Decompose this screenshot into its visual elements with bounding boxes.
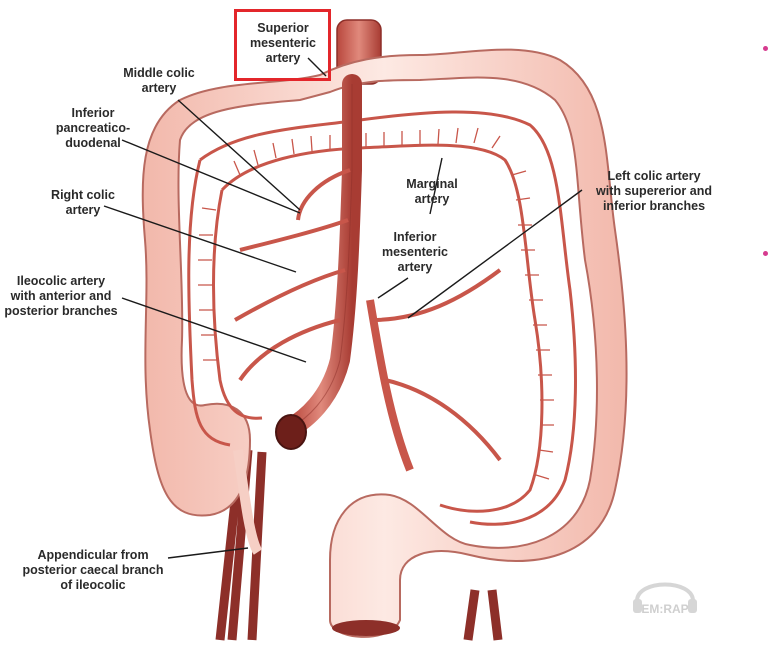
marginal-artery: [212, 143, 544, 513]
leader-lines: [103, 57, 583, 559]
label-inferior-pancreaticoduodenal: Inferior pancreatico- duodenal: [55, 106, 131, 150]
caecal-artery-stump: [275, 414, 307, 450]
label-ileocolic-artery: Ileocolic artery with anterior and poste…: [4, 274, 118, 318]
colon: [141, 48, 628, 638]
bullet-dot-1: [763, 46, 768, 51]
appendix: [233, 449, 263, 555]
vasa-recta: [198, 127, 554, 480]
sma-trunk: [280, 74, 362, 438]
emrap-watermark: EM:RAP: [633, 582, 697, 616]
sma-trunk-outline: [289, 84, 353, 429]
headphones-icon: [635, 582, 695, 602]
label-superior-mesenteric-artery: Superior mesenteric artery: [249, 21, 316, 65]
highlight-box: [234, 9, 331, 81]
sma-branches: [234, 168, 502, 462]
label-middle-colic-artery: Middle colic artery: [123, 66, 195, 95]
headphone-left-icon: [633, 599, 642, 613]
colon-inner-wall-left: [187, 159, 231, 447]
bullet-dot-2: [763, 251, 768, 256]
rectum-opening: [332, 620, 400, 636]
label-marginal-artery: Marginal artery: [406, 177, 458, 206]
headphone-right-icon: [688, 599, 697, 613]
colon-inner-wall: [199, 110, 577, 526]
label-appendicular: Appendicular from posterior caecal branc…: [22, 548, 164, 592]
label-right-colic-artery: Right colic artery: [51, 188, 115, 217]
label-inferior-mesenteric-artery: Inferior mesenteric artery: [381, 230, 448, 274]
watermark-text: EM:RAP: [641, 602, 688, 616]
label-left-colic-artery: Left colic artery with supererior and in…: [596, 169, 712, 213]
